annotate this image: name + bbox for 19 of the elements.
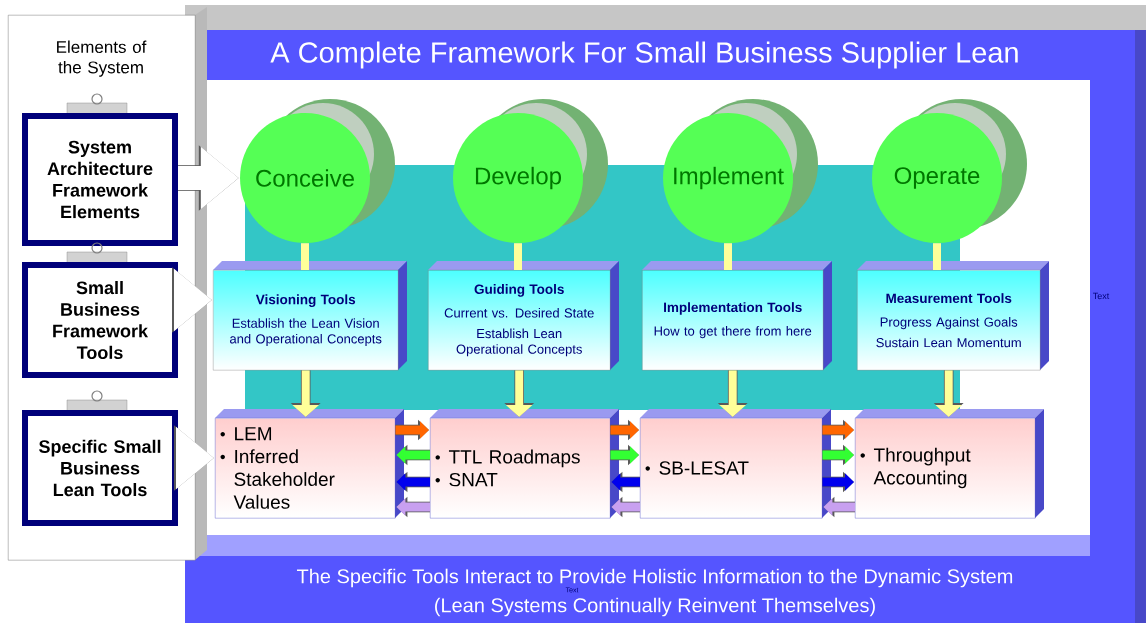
tool-box: Implementation Tools How to get there from here [642, 261, 832, 371]
caption-line: The Specific Tools Interact to Provide Holistic Information to the Dynamic System [297, 568, 1013, 588]
tool-box: Throughput Accounting [855, 409, 1044, 519]
tool-box: Guiding Tools Current vs. Desired State Establish Lean Operational Concepts [428, 261, 619, 371]
tool-box: Visioning Tools Establish the Lean Vision and Operational Concepts [213, 261, 407, 371]
tool-box: Measurement Tools Progress Against Goals Sustain Lean Momentum [857, 261, 1049, 371]
clipboard: Small Business Framework Tools [22, 242, 178, 378]
placeholder-text: Text [1092, 292, 1110, 300]
sphere: Operate [872, 99, 1027, 243]
tool-box: SB-LESAT [640, 409, 831, 519]
tool-box: TTL Roadmaps SNAT [430, 409, 619, 519]
tool-box: LEM Inferred Stakeholder Values [215, 409, 404, 519]
caption-line: (Lean Systems Continually Reinvent Themselves) [435, 597, 875, 617]
clipboard: Specific Small Business Lean Tools [22, 390, 178, 526]
title: A Complete Framework For Small Business Supplier Lean [270, 41, 1018, 69]
sphere: Conceive [240, 99, 395, 243]
sphere: Develop [453, 99, 608, 243]
sphere: Implement [663, 99, 818, 243]
clipboard: System Architecture Framework Elements [22, 93, 178, 246]
